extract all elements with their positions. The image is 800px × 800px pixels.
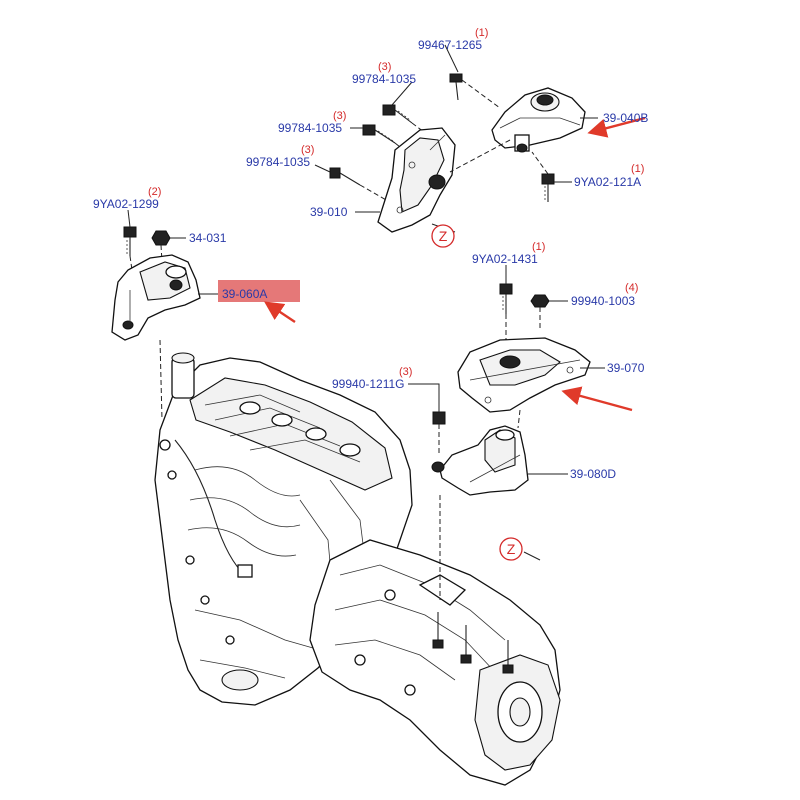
label-39-060A: 39-060A <box>222 287 267 301</box>
label-99784-1035-b: 99784-1035 <box>278 121 342 135</box>
bracket-39-010 <box>329 104 456 233</box>
mount-39-070 <box>457 283 591 413</box>
bolt-99784-1035-c <box>329 167 361 186</box>
qty-99467-1265: (1) <box>475 27 488 39</box>
qty-9YA02-121A: (1) <box>631 163 644 175</box>
qty-99784-1035-c: (3) <box>301 144 314 156</box>
mount-39-060A <box>111 226 201 421</box>
mount-39-040B <box>449 73 586 202</box>
label-99940-1211G: 99940-1211G <box>332 377 405 391</box>
bolt-99784-1035-a <box>382 104 413 124</box>
label-99940-1003: 99940-1003 <box>571 294 635 308</box>
red-arrows <box>264 116 646 412</box>
qty-99940-1211G: (3) <box>399 366 412 378</box>
label-39-080D: 39-080D <box>570 467 616 481</box>
label-39-070: 39-070 <box>607 361 645 375</box>
label-39-040B: 39-040B <box>603 111 648 125</box>
qty-99784-1035-b: (3) <box>333 110 346 122</box>
label-9YA02-1299: 9YA02-1299 <box>93 197 159 211</box>
reference-mark-z-lower-text: Z <box>507 541 516 557</box>
reference-mark-z-lower: Z <box>499 537 523 561</box>
qty-9YA02-1431: (1) <box>532 241 545 253</box>
reference-mark-z-upper: Z <box>431 224 455 248</box>
label-9YA02-121A: 9YA02-121A <box>574 175 641 189</box>
labels: (1) 99467-1265 (3) 99784-1035 (3) 99784-… <box>93 27 648 561</box>
bolt-99784-1035-b <box>362 124 396 144</box>
highlight-39-060A <box>218 280 300 302</box>
transmission-assembly <box>309 495 561 786</box>
mount-39-080D <box>431 409 529 496</box>
label-9YA02-1431: 9YA02-1431 <box>472 252 538 266</box>
qty-99940-1003: (4) <box>625 282 638 294</box>
reference-mark-z-upper-text: Z <box>439 228 448 244</box>
label-99467-1265: 99467-1265 <box>418 38 482 52</box>
label-99784-1035-a: 99784-1035 <box>352 72 416 86</box>
label-99784-1035-c: 99784-1035 <box>246 155 310 169</box>
qty-99784-1035-a: (3) <box>378 61 391 73</box>
label-34-031: 34-031 <box>189 231 227 245</box>
label-39-010: 39-010 <box>310 205 348 219</box>
qty-9YA02-1299: (2) <box>148 186 161 198</box>
